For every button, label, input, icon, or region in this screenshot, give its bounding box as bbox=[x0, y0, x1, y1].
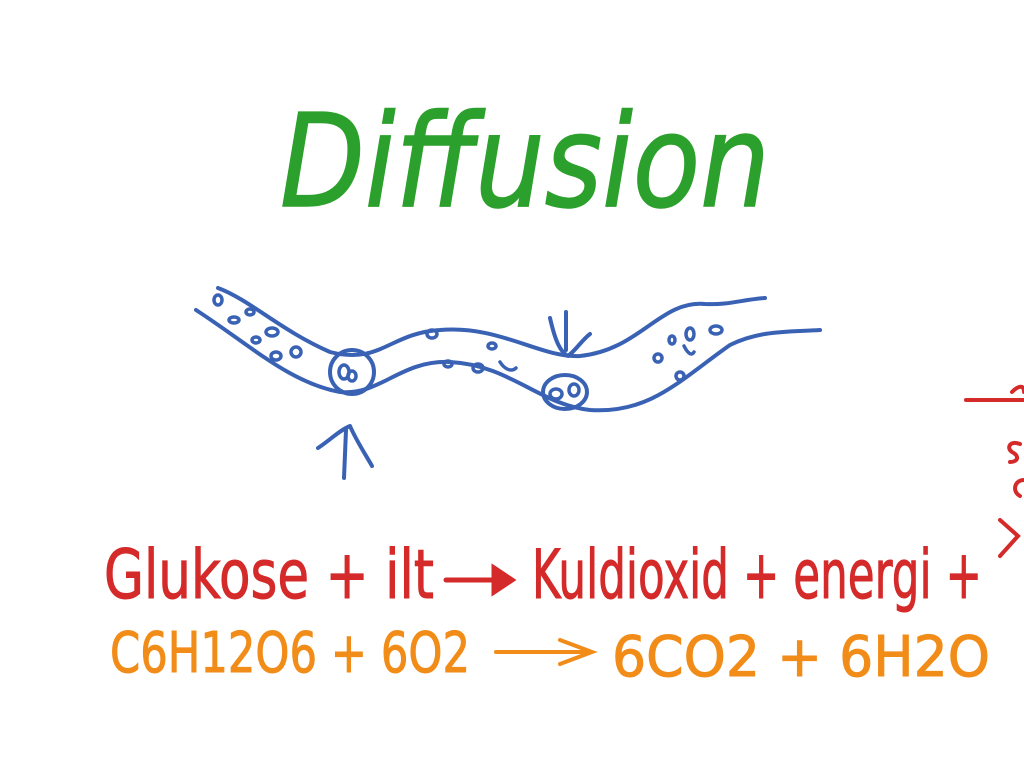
vessel-lower-wall bbox=[194, 308, 822, 413]
arrow-down bbox=[548, 310, 592, 358]
vessel-upper-wall bbox=[216, 286, 767, 359]
particles bbox=[212, 293, 724, 401]
formula-equation: C6H12O6 + 6O2 6CO2 + 6H2O bbox=[110, 621, 991, 691]
edge-scribbles bbox=[964, 384, 1024, 558]
word-equation-reactants: Glukose + ilt bbox=[104, 536, 434, 615]
vessel-diagram bbox=[194, 286, 822, 480]
cell-circle-left bbox=[328, 348, 376, 396]
arrow-icon bbox=[494, 638, 598, 666]
word-equation: Glukose + ilt Kuldioxid + energi + bbox=[104, 536, 983, 616]
word-equation-products: Kuldioxid + energi + bbox=[532, 536, 982, 615]
formula-equation-reactants: C6H12O6 + 6O2 bbox=[110, 621, 470, 686]
arrow-icon bbox=[443, 563, 517, 597]
formula-equation-products: 6CO2 + 6H2O bbox=[612, 625, 990, 690]
title-text: Diffusion bbox=[280, 88, 770, 237]
arrow-up bbox=[316, 424, 374, 480]
cell-circle-right bbox=[541, 373, 589, 411]
